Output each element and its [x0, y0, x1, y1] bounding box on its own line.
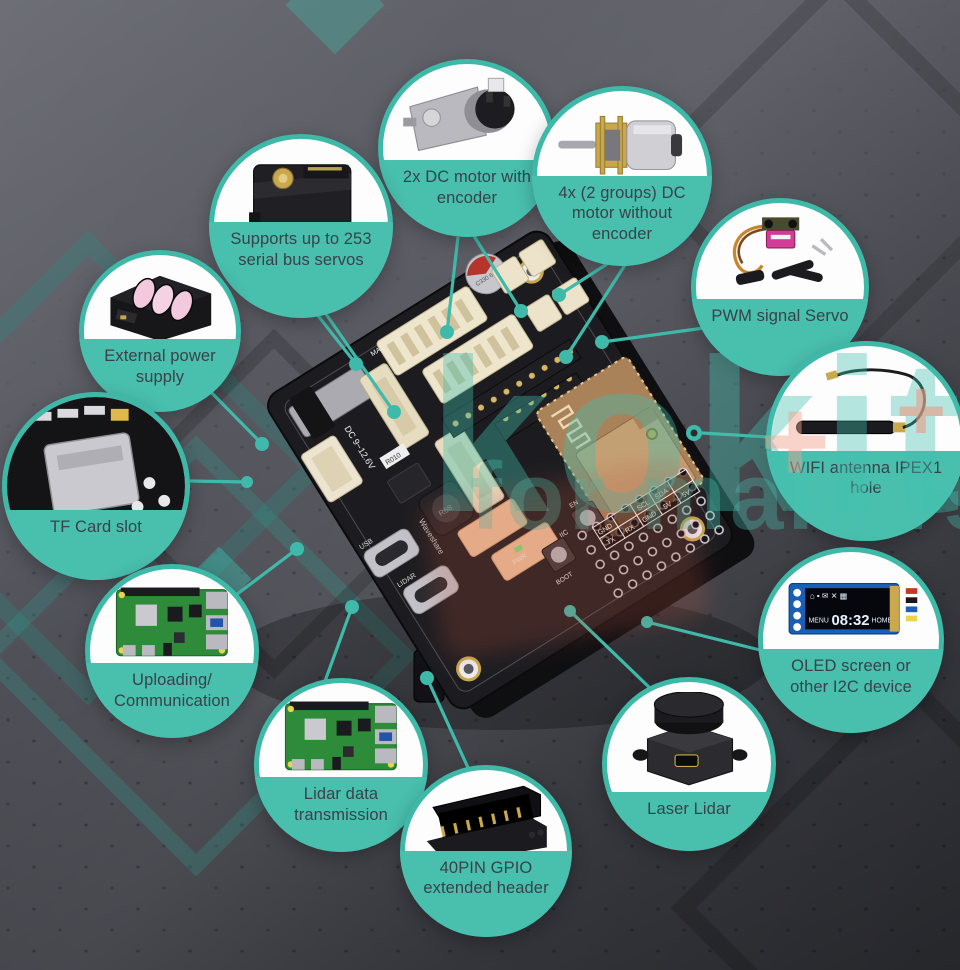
connector-dots [241, 288, 702, 685]
callout-tf-card: TF Card slot [2, 392, 190, 580]
ic-chip [387, 462, 432, 504]
iic-connectors: IIC [457, 498, 570, 581]
silkscreen-iic: IIC [559, 529, 570, 540]
battery-holder-photo [110, 275, 212, 342]
svg-text:TX: TX [606, 536, 618, 547]
raspberry-pi-photo [285, 701, 397, 771]
svg-text:5V: 5V [681, 489, 692, 500]
oled-module-photo: ⌂ ▪ ✉ ✕ ▦ MENU 08:32 HOME [788, 582, 918, 635]
callout-wifi-antenna: WIFI antenna IPEX1 hole [766, 341, 960, 541]
pin-header [441, 338, 582, 439]
callout-gpio-40pin: 40PIN GPIO extended header [400, 765, 572, 937]
callout-label: OLED screen or other I2C device [758, 649, 944, 733]
pwm-servo-photo [733, 217, 834, 285]
callout-label: 2x DC motor with encoder [378, 160, 556, 237]
svg-text:HOME: HOME [872, 617, 893, 624]
callout-dc-motor-4x: 4x (2 groups) DC motor without encoder [532, 86, 712, 266]
dc-gear-motor-photo [403, 77, 516, 152]
svg-text:RX: RX [624, 524, 636, 535]
svg-text:⌂ ▪ ✉ ✕ ▦: ⌂ ▪ ✉ ✕ ▦ [810, 591, 848, 600]
callout-laser-lidar: Laser Lidar [602, 677, 776, 851]
micro-motor-photo [557, 116, 682, 175]
svg-text:MENU: MENU [809, 617, 829, 624]
callout-oled: ⌂ ▪ ✉ ✕ ▦ MENU 08:32 HOME OLED screen or… [758, 547, 944, 733]
encoder-motor-connectors: MA1 [370, 286, 534, 404]
svg-text:5V: 5V [662, 501, 673, 512]
ipex-hole [646, 427, 659, 440]
callout-label: Uploading/ Communication [85, 663, 259, 738]
callout-label: Supports up to 253 serial bus servos [209, 222, 393, 318]
callout-serial-bus-servo: Supports up to 253 serial bus servos [209, 134, 393, 318]
usb-c-ports: USB LIDAR [358, 528, 459, 615]
wifi-antenna-photo [796, 368, 927, 435]
callout-dc-motor-encoder: 2x DC motor with encoder [378, 59, 556, 237]
callout-label: WIFI antenna IPEX1 hole [766, 451, 960, 541]
callout-label: 4x (2 groups) DC motor without encoder [532, 176, 712, 266]
laser-lidar-photo [632, 691, 748, 786]
callout-external-power: External power supply [79, 250, 241, 412]
svg-text:08:32: 08:32 [832, 612, 870, 628]
callout-label: Lidar data transmission [254, 777, 428, 852]
inductor: R68 [418, 480, 474, 536]
callout-label: Laser Lidar [602, 791, 776, 851]
callout-label: 40PIN GPIO extended header [400, 851, 572, 937]
callout-uploading: Uploading/ Communication [85, 564, 259, 738]
serial-servo-photo [248, 164, 352, 230]
svg-text:EN: EN [568, 499, 580, 510]
callout-lidar-data: Lidar data transmission [254, 678, 428, 852]
raspberry-pi-photo [116, 587, 228, 657]
